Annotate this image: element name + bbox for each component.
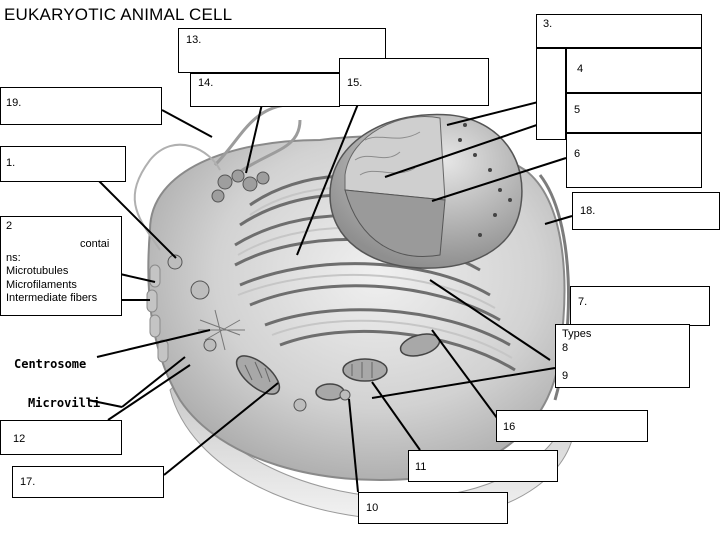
label-14: 14. <box>198 77 214 89</box>
nucleus-cutaway <box>344 116 446 201</box>
label-7: 7. <box>578 296 588 308</box>
cytoskeleton-description: contai ns: Microtubules Microfilaments I… <box>6 238 109 306</box>
cytoskeleton-item-microtubules: Microtubules <box>6 265 69 277</box>
label-box-17[interactable] <box>12 466 164 498</box>
label-16: 16 <box>503 421 516 433</box>
label-10: 10 <box>366 502 379 514</box>
mitochondria <box>235 333 441 401</box>
diagram-title: EUKARYOTIC ANIMAL CELL <box>4 5 233 24</box>
label-19: 19. <box>6 97 22 109</box>
nuclear-pores <box>458 123 512 237</box>
label-9: 9 <box>562 370 569 382</box>
label-box-2[interactable] <box>0 216 122 316</box>
label-3: 3. <box>543 18 553 30</box>
label-5: 5 <box>574 104 581 116</box>
label-box-16[interactable] <box>496 410 648 442</box>
label-box-5[interactable] <box>566 93 702 133</box>
label-2: 2 <box>6 220 13 232</box>
label-6: 6 <box>574 148 581 160</box>
label-17: 17. <box>20 476 36 488</box>
vesicles <box>167 254 351 412</box>
centrosome-label: Centrosome <box>14 357 87 371</box>
label-box-1[interactable] <box>0 146 126 182</box>
label-1: 1. <box>6 157 16 169</box>
label-box-4[interactable] <box>566 48 702 93</box>
microvilli-label: Microvilli <box>28 396 101 410</box>
mitochondria-cristae <box>244 361 373 383</box>
contains-text-a: contai <box>80 238 110 250</box>
cytoskeleton-item-microfilaments: Microfilaments <box>6 278 77 291</box>
label-box-7[interactable] <box>570 286 710 326</box>
label-12: 12 <box>13 433 26 445</box>
label-box-15[interactable] <box>339 58 489 106</box>
label-8-types: Types <box>562 328 592 340</box>
label-box-3[interactable] <box>536 14 702 48</box>
label-box-12[interactable] <box>0 420 122 455</box>
label-11: 11 <box>415 461 427 473</box>
cytoskeleton-item-intermediate-fibers: Intermediate fibers <box>6 292 98 304</box>
label-box-6[interactable] <box>566 133 702 188</box>
label-box-5-frame <box>536 48 566 140</box>
label-18: 18. <box>580 205 596 217</box>
label-box-10[interactable] <box>358 492 508 524</box>
label-13: 13. <box>186 34 202 46</box>
nuclear-texture <box>354 131 421 176</box>
label-8: 8 <box>562 342 569 354</box>
label-4: 4 <box>577 63 584 75</box>
microvilli-bumps <box>146 264 169 363</box>
leader-lines <box>87 94 573 493</box>
label-15: 15. <box>347 77 363 89</box>
nucleolus-region <box>344 189 446 257</box>
golgi-bumps <box>211 169 270 203</box>
label-box-18[interactable] <box>572 192 720 230</box>
label-box-19[interactable] <box>0 87 162 125</box>
label-box-8-9[interactable] <box>555 324 690 388</box>
label-box-11[interactable] <box>408 450 558 482</box>
contains-text-b: ns: <box>6 251 21 264</box>
centrosome-shape <box>198 309 245 351</box>
